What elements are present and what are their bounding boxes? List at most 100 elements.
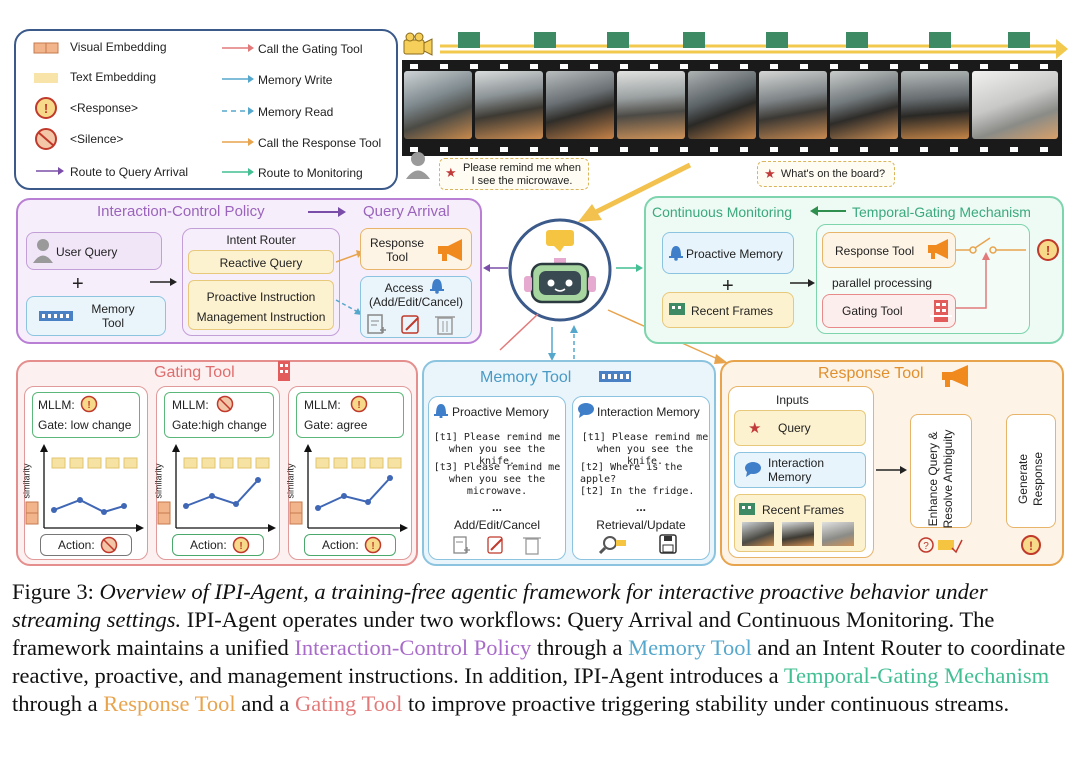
edit-icon xyxy=(401,315,419,334)
gating-mech-title: Temporal-Gating Mechanism xyxy=(852,204,1031,220)
speech-bubble-user: ★ Please remind me when I see the microw… xyxy=(439,158,589,190)
monitoring-plus: + xyxy=(722,275,734,297)
interaction-footer: Retrieval/Update xyxy=(596,518,686,532)
user-query-box xyxy=(26,232,162,270)
gate-label: Gate: agree xyxy=(304,418,368,432)
visual-embedding-icon xyxy=(33,42,59,54)
flag-icon xyxy=(607,32,629,48)
video-frame xyxy=(972,71,1058,139)
recent-frames-mini-label: Recent Frames xyxy=(691,304,774,318)
video-frame xyxy=(830,71,898,139)
gate-icon xyxy=(930,300,952,322)
stream-arrow xyxy=(578,162,692,222)
arrow-to-processing xyxy=(790,279,815,287)
legend-box xyxy=(14,29,398,190)
interaction-memory-card xyxy=(572,396,710,560)
legend-memory-read: Memory Read xyxy=(258,105,334,119)
proactive-memory-mini xyxy=(662,232,794,274)
star-icon: ★ xyxy=(748,420,762,437)
silence-icon xyxy=(216,395,234,413)
response-icon: ! xyxy=(1021,535,1041,555)
user-icon xyxy=(406,152,430,179)
ellipsis: ... xyxy=(491,500,502,514)
star-icon: ★ xyxy=(445,165,457,180)
trash-icon xyxy=(523,537,541,555)
silence-icon xyxy=(100,536,118,554)
access-label: Access xyxy=(384,281,424,295)
legend-icons: ! xyxy=(33,42,254,176)
similarity-plot-3 xyxy=(289,444,408,532)
enhance-icon: ? xyxy=(918,537,963,554)
user-query-label: User Query xyxy=(56,245,118,259)
interaction-title: Interaction-Control Policy xyxy=(97,203,265,220)
legend-call-response: Call the Response Tool xyxy=(258,136,382,150)
arrow-to-router xyxy=(150,278,177,286)
query-arrival-title: Query Arrival xyxy=(363,203,450,220)
flag-icon xyxy=(683,32,705,48)
flag-icon xyxy=(766,32,788,48)
megaphone-icon xyxy=(438,239,462,261)
access-icons xyxy=(367,314,455,335)
video-frame xyxy=(759,71,827,139)
trash-icon xyxy=(435,316,455,335)
thumb-frame xyxy=(822,522,854,546)
flag-icon xyxy=(739,503,755,515)
legend-route-monitoring: Route to Monitoring xyxy=(258,166,363,180)
svg-text:!: ! xyxy=(357,400,360,411)
legend-response: <Response> xyxy=(70,101,139,115)
enhance-box xyxy=(910,414,972,528)
response-icon: ! xyxy=(232,536,250,554)
response-icon: ! xyxy=(350,395,368,413)
response-icon: ! xyxy=(364,536,382,554)
video-frame xyxy=(546,71,614,139)
response-icon: ! xyxy=(80,395,98,413)
legend-visual-embedding: Visual Embedding xyxy=(70,40,167,54)
action-label: Action: xyxy=(190,538,227,552)
robot-agent xyxy=(508,218,612,322)
response-tool-monitor-label: Response Tool xyxy=(835,244,915,258)
ellipsis: ... xyxy=(635,500,646,514)
text-embedding-icon xyxy=(34,73,58,83)
thumb-frame xyxy=(782,522,814,546)
flag-icon xyxy=(458,32,480,48)
speech-bubble-board: ★ What's on the board? xyxy=(757,161,895,187)
response-tool-mini-label: Response Tool xyxy=(369,236,425,264)
query-label: Query xyxy=(778,421,811,435)
action-label: Action: xyxy=(58,538,95,552)
similarity-plot-2 xyxy=(157,444,276,532)
switch-circuit xyxy=(956,237,1026,309)
svg-text:!: ! xyxy=(371,541,374,552)
save-icon xyxy=(659,534,677,554)
caption-gt: Gating Tool xyxy=(294,691,403,716)
proactive-memory-mini-label: Proactive Memory xyxy=(686,247,783,261)
query-input xyxy=(734,410,866,446)
management-instruction-label: Management Instruction xyxy=(196,310,326,324)
gating-tool-monitor xyxy=(822,294,956,328)
mllm-label: MLLM: xyxy=(172,398,209,412)
svg-text:?: ? xyxy=(923,541,929,552)
camera-icon xyxy=(403,32,433,56)
gate-label: Gate: low change xyxy=(38,418,132,432)
video-frame xyxy=(475,71,543,139)
route-query-arrow xyxy=(308,207,346,217)
figure-caption: Figure 3: Overview of IPI-Agent, a train… xyxy=(12,579,1066,716)
plus-sign: + xyxy=(72,273,84,295)
interaction-item: [t2] In the fridge. xyxy=(580,486,695,497)
inputs-label: Inputs xyxy=(776,393,809,407)
intent-router-label: Intent Router xyxy=(226,233,296,247)
interaction-memory-input-label: Interaction Memory xyxy=(768,456,825,484)
robot-icon xyxy=(524,230,596,304)
video-frame xyxy=(901,71,969,139)
mllm-label: MLLM: xyxy=(304,398,341,412)
flag-icon xyxy=(534,32,556,48)
caption-mt: Memory Tool xyxy=(628,635,752,660)
svg-text:!: ! xyxy=(1029,539,1033,553)
similarity-ylabel: similarity xyxy=(285,463,296,499)
megaphone-icon xyxy=(942,365,968,387)
bell-icon xyxy=(669,246,683,261)
memory-chip-icon xyxy=(39,311,73,321)
similarity-plot-1 xyxy=(25,444,144,532)
thumb-frame xyxy=(742,522,774,546)
